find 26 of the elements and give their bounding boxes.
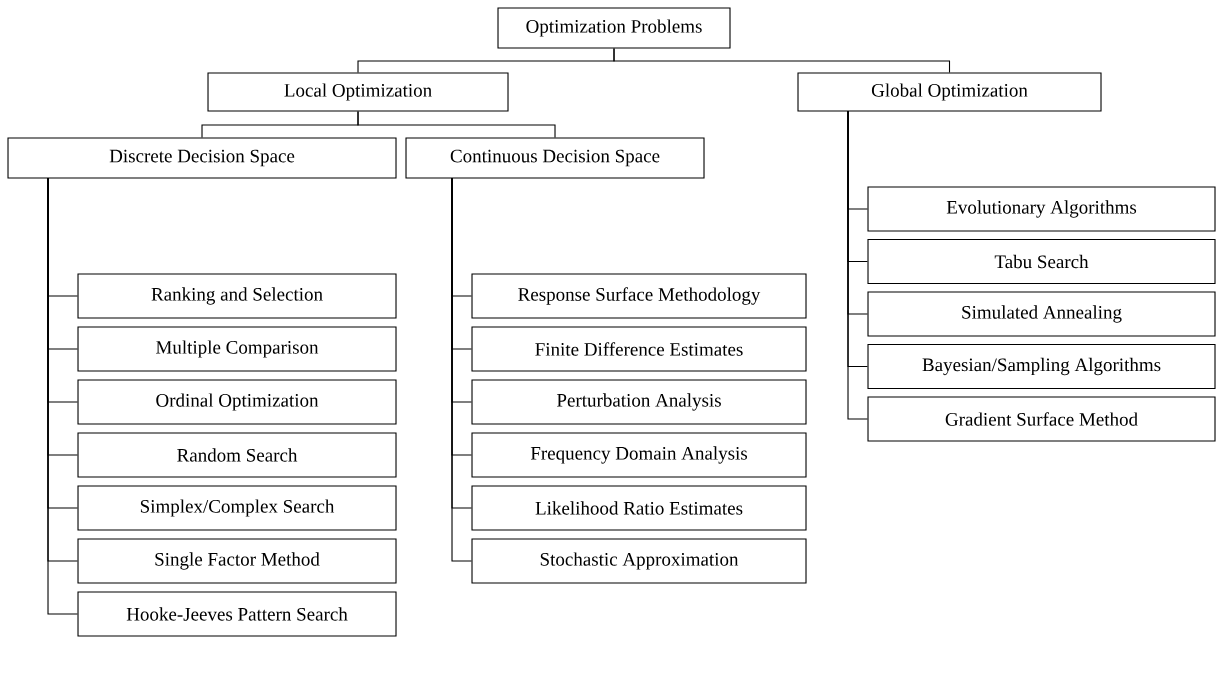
method-box: Hooke-Jeeves Pattern Search bbox=[77, 591, 397, 637]
method-box: Tabu Search bbox=[867, 238, 1216, 285]
method-box: Single Factor Method bbox=[77, 538, 397, 584]
connector bbox=[847, 110, 868, 420]
method-box: Perturbation Analysis bbox=[471, 379, 807, 425]
category-box: Global Optimization bbox=[797, 72, 1102, 112]
category-box: Optimization Problems bbox=[497, 7, 731, 49]
method-box: Random Search bbox=[77, 432, 397, 478]
connector bbox=[613, 48, 951, 73]
method-box: Gradient Surface Method bbox=[867, 396, 1216, 442]
method-box: Bayesian/Sampling Algorithms bbox=[867, 343, 1216, 390]
method-box: Ordinal Optimization bbox=[77, 379, 397, 425]
method-box: Multiple Comparison bbox=[77, 326, 397, 372]
method-box: Finite Difference Estimates bbox=[471, 326, 807, 372]
category-box: Local Optimization bbox=[207, 72, 509, 112]
method-box: Likelihood Ratio Estimates bbox=[471, 485, 807, 531]
method-box: Evolutionary Algorithms bbox=[867, 186, 1216, 232]
method-box: Ranking and Selection bbox=[77, 273, 397, 319]
method-box: Simulated Annealing bbox=[867, 291, 1216, 337]
category-box: Discrete Decision Space bbox=[7, 137, 397, 179]
method-box: Frequency Domain Analysis bbox=[471, 432, 807, 478]
method-box: Stochastic Approximation bbox=[471, 538, 807, 584]
method-box: Simplex/Complex Search bbox=[77, 485, 397, 531]
category-box: Continuous Decision Space bbox=[405, 137, 705, 179]
method-box: Response Surface Methodology bbox=[471, 273, 807, 319]
connector bbox=[357, 111, 556, 138]
